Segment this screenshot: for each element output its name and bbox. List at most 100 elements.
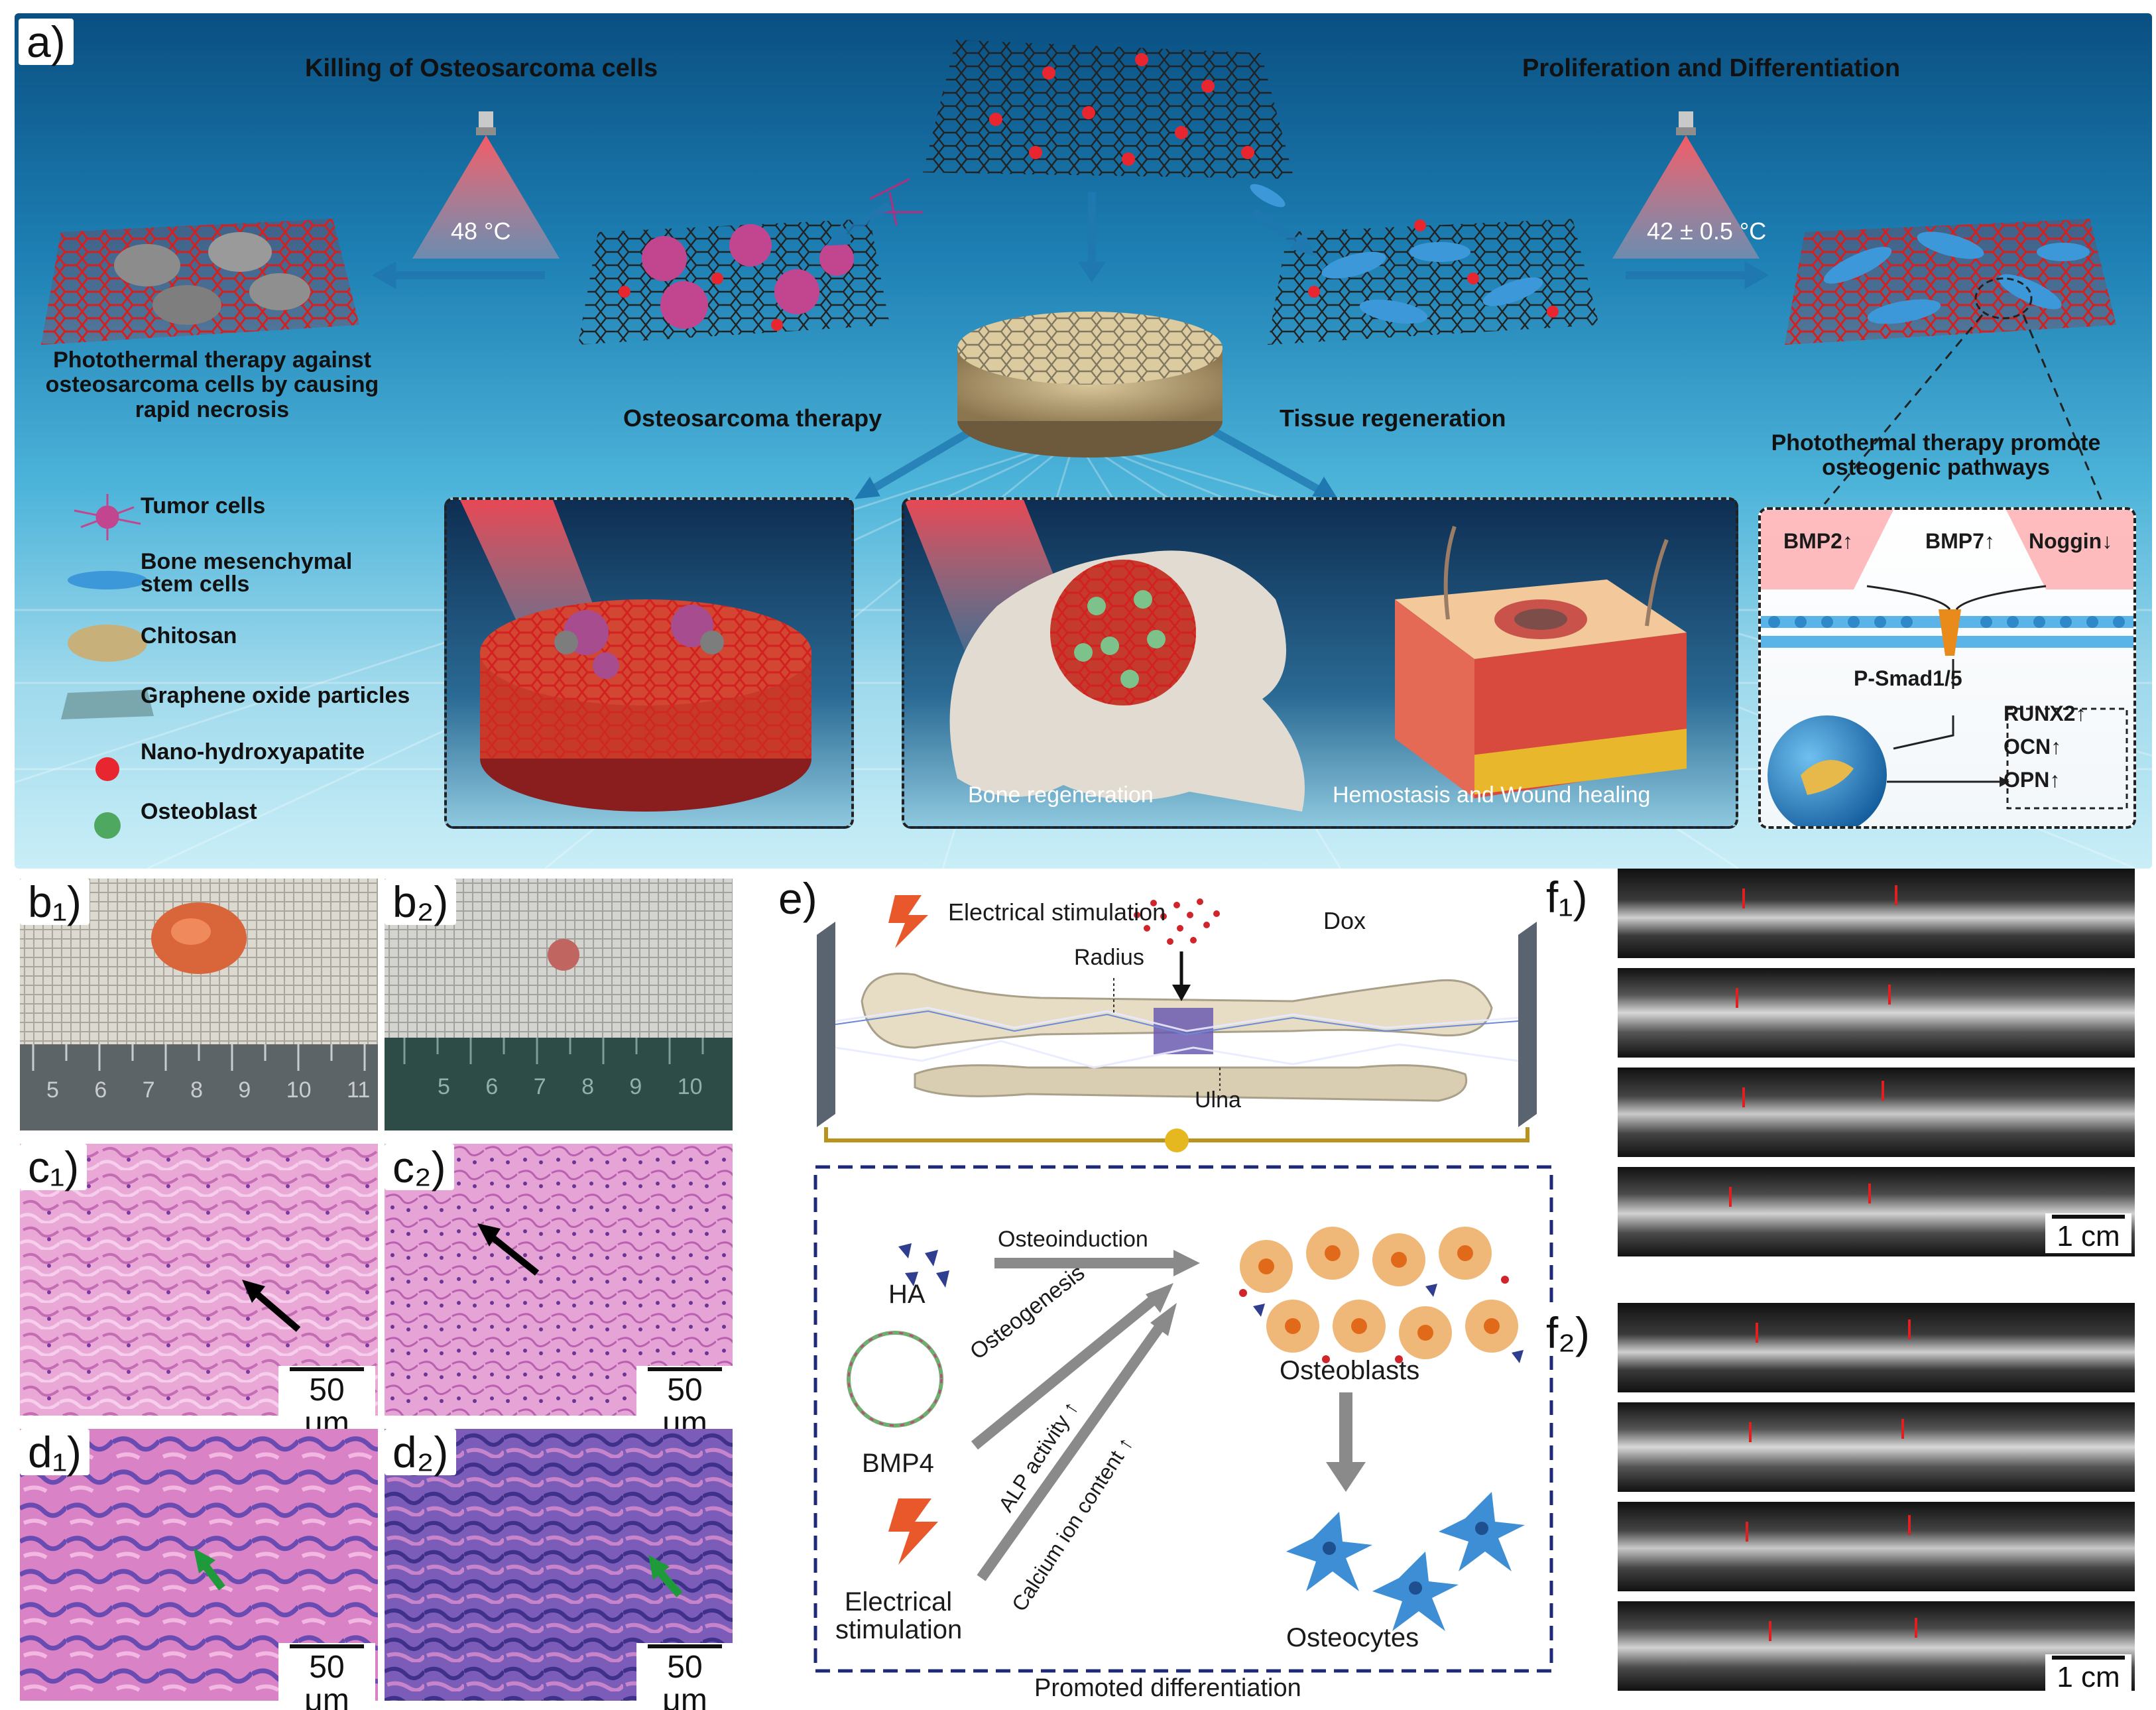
noggin-label: Noggin↓ bbox=[2029, 529, 2113, 553]
osteosarcoma-therapy-box bbox=[444, 497, 854, 829]
chitosan-icon bbox=[68, 625, 147, 662]
osteocyte-cells bbox=[1286, 1492, 1525, 1631]
scale-f1-text: 1 cm bbox=[2057, 1220, 2120, 1252]
osteoinduction-label: Osteoinduction bbox=[998, 1227, 1148, 1252]
tissue-regeneration-box bbox=[902, 497, 1738, 829]
radius-label: Radius bbox=[1074, 945, 1144, 970]
bmp2-label: BMP2↑ bbox=[1783, 529, 1853, 553]
panel-b2-label: b₂) bbox=[385, 879, 457, 925]
top-graphene-sheet bbox=[923, 40, 1294, 179]
ocn-label: OCN↑ bbox=[2004, 735, 2062, 759]
scale-d1-text: 50 μm bbox=[304, 1650, 349, 1710]
psmad-label: P-Smad1/5 bbox=[1854, 666, 1962, 690]
ha-label: HA bbox=[888, 1280, 926, 1309]
panel-f1-label: f₁) bbox=[1538, 874, 1596, 920]
osteogenic-pathway-box bbox=[1758, 507, 2136, 829]
scale-d2: 50 μm bbox=[636, 1643, 733, 1710]
legend-chitosan: Chitosan bbox=[141, 623, 237, 648]
scale-bar bbox=[290, 1367, 364, 1371]
osteoblasts-label: Osteoblasts bbox=[1280, 1356, 1420, 1385]
central-scaffold bbox=[957, 312, 1223, 458]
runx2-label: RUNX2↑ bbox=[2004, 702, 2086, 725]
panel-b1-label: b₁) bbox=[20, 879, 90, 925]
panel-f2-label: f₂) bbox=[1538, 1310, 1598, 1356]
osteosarcoma-therapy-label: Osteosarcoma therapy bbox=[623, 404, 882, 432]
skin-block bbox=[1395, 526, 1687, 798]
panel-f2: 1 cm bbox=[1618, 1303, 2135, 1701]
scale-f1: 1 cm bbox=[2045, 1213, 2131, 1254]
scale-f2-text: 1 cm bbox=[2057, 1661, 2120, 1693]
xray-f1-3 bbox=[1618, 1068, 2135, 1157]
hemostasis-label: Hemostasis and Wound healing bbox=[1333, 782, 1651, 808]
scale-d2-text: 50 μm bbox=[662, 1650, 707, 1710]
dox-label: Dox bbox=[1323, 907, 1366, 934]
necrosis-sheet bbox=[41, 219, 359, 345]
legend-osteoblast: Osteoblast bbox=[141, 799, 257, 824]
xray-f1-markers bbox=[1729, 885, 1897, 1207]
photothermal-promote-label: Photothermal therapy promote osteogenic … bbox=[1771, 430, 2101, 481]
bone-regeneration-label: Bone regeneration bbox=[968, 782, 1154, 808]
ulna-label: Ulna bbox=[1195, 1087, 1241, 1113]
scale-bar bbox=[648, 1367, 722, 1371]
xray-f1-2 bbox=[1618, 968, 2135, 1058]
legend-nano-ha: Nano-hydroxyapatite bbox=[141, 739, 365, 764]
panel-a bbox=[15, 13, 2152, 869]
stem-cell-icon bbox=[68, 571, 147, 589]
osteoblast-icon bbox=[94, 812, 121, 839]
ruler-b1-numbers: 5 6 7 8 9 10 11 bbox=[46, 1077, 371, 1103]
panel-e-illustration bbox=[813, 895, 1553, 1673]
xray-f1-1 bbox=[1618, 869, 2135, 958]
xray-f2-2 bbox=[1618, 1402, 2135, 1492]
xray-f2-markers bbox=[1746, 1319, 1917, 1641]
promoted-differentiation-label: Promoted differentiation bbox=[1034, 1674, 1301, 1702]
scale-c2-text: 50 μm bbox=[662, 1373, 707, 1441]
scale-bar bbox=[2052, 1656, 2125, 1660]
ruler-b2-numbers: 5 6 7 8 9 10 bbox=[438, 1074, 703, 1099]
panel-d1-label: d₁) bbox=[20, 1429, 90, 1475]
lamp-left bbox=[412, 111, 560, 259]
legend-graphene: Graphene oxide particles bbox=[141, 683, 410, 708]
scale-f2: 1 cm bbox=[2045, 1654, 2131, 1695]
osteocytes-label: Osteocytes bbox=[1286, 1623, 1419, 1652]
panel-e-label: e) bbox=[770, 875, 825, 922]
nano-hydroxyapatite-icon bbox=[95, 757, 119, 781]
panel-e: e) Electrical stimulation Dox Radius Uln… bbox=[762, 875, 1585, 1704]
scale-bar bbox=[2052, 1215, 2125, 1219]
elec-stim-label-2: Electrical stimulation bbox=[835, 1587, 963, 1644]
panel-a-label: a) bbox=[19, 19, 74, 65]
temp-42-label: 42 ± 0.5 °C bbox=[1647, 217, 1767, 245]
flow-arrows bbox=[371, 192, 1769, 499]
temp-48-label: 48 °C bbox=[451, 217, 511, 245]
bmp4-label: BMP4 bbox=[862, 1449, 934, 1478]
lamp-right bbox=[1612, 111, 1760, 259]
legend-bmsc: Bone mesenchymal stem cells bbox=[141, 549, 353, 597]
tumor-cell-icon bbox=[74, 494, 141, 540]
differentiated-sheet bbox=[1785, 219, 2116, 345]
xray-f2-1 bbox=[1618, 1303, 2135, 1392]
opn-label: OPN↑ bbox=[2004, 768, 2061, 792]
xray-f2-3 bbox=[1618, 1502, 2135, 1591]
osteoblast-cells bbox=[1239, 1227, 1524, 1363]
graphene-oxide-icon bbox=[61, 690, 154, 719]
bmp7-label: BMP7↑ bbox=[1925, 529, 1995, 553]
prolif-title: Proliferation and Differentiation bbox=[1522, 54, 1901, 82]
killing-title: Killing of Osteosarcoma cells bbox=[305, 54, 658, 82]
stem-cell-sheet bbox=[1250, 184, 1599, 345]
photothermal-caption: Photothermal therapy against osteosarcom… bbox=[45, 347, 379, 422]
panel-c2-label: c₂) bbox=[385, 1144, 454, 1190]
panel-f1: 1 cm bbox=[1618, 869, 2135, 1260]
scale-bar bbox=[648, 1644, 722, 1648]
electrical-stimulation-label: Electrical stimulation bbox=[948, 898, 1166, 926]
tumor-sheet bbox=[578, 178, 923, 345]
scale-d1: 50 μm bbox=[278, 1643, 375, 1710]
legend-icons bbox=[61, 494, 154, 839]
osteosarcoma-scaffold-illustration bbox=[460, 500, 811, 812]
tissue-regeneration-label: Tissue regeneration bbox=[1280, 404, 1506, 432]
scale-bar bbox=[290, 1644, 364, 1648]
pathway-illustration bbox=[1761, 510, 2133, 826]
panel-a-floor-grid bbox=[15, 40, 2152, 869]
legend-tumor-cells: Tumor cells bbox=[141, 493, 266, 519]
panel-c1-label: c₁) bbox=[20, 1144, 88, 1190]
regeneration-illustration bbox=[904, 500, 1687, 812]
panel-d2-label: d₂) bbox=[385, 1429, 457, 1475]
